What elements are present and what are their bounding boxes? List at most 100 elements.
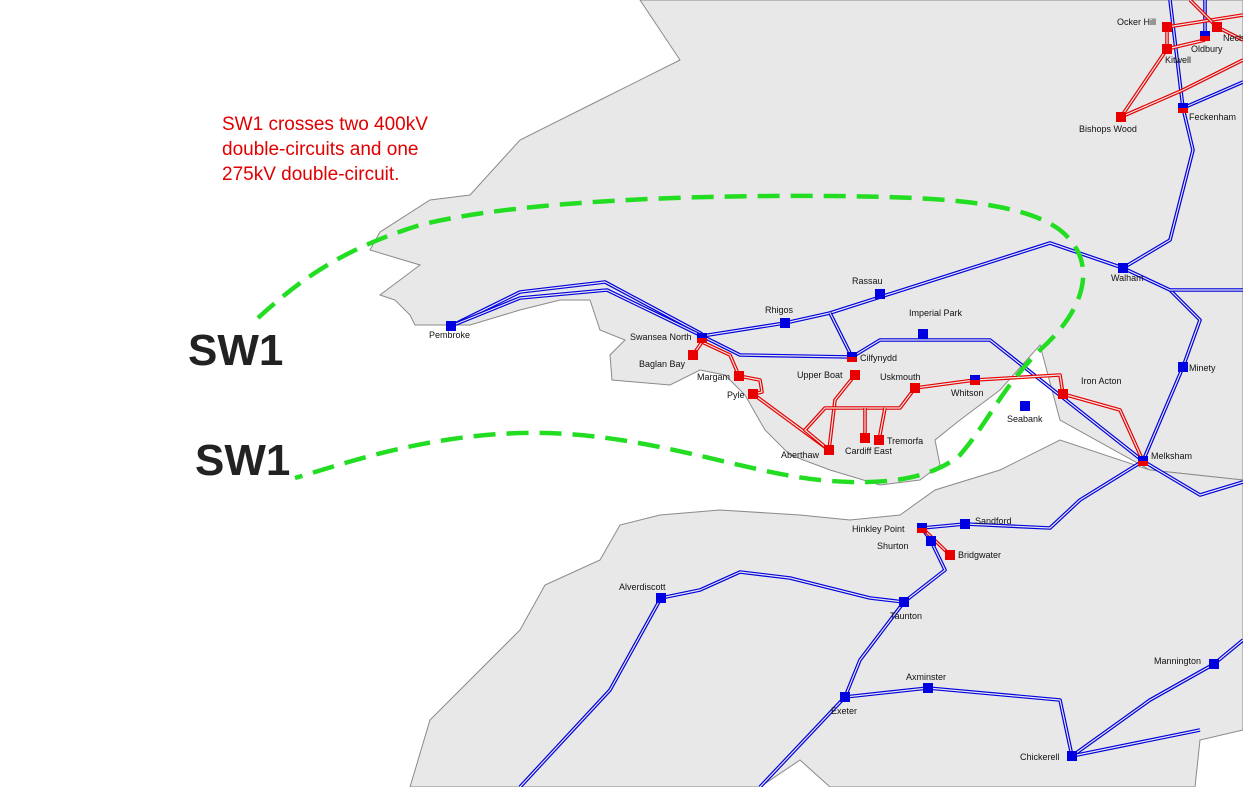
substation-label: Cilfynydd [860,353,897,363]
substation-swansea-north[interactable]: Swansea North [630,332,707,343]
sw1-label-north: SW1 [188,326,284,375]
substation-marker [923,683,933,693]
substation-marker [970,375,980,380]
substation-marker [850,370,860,380]
substation-alverdiscott[interactable]: Alverdiscott [619,582,666,603]
substation-label: Seabank [1007,414,1043,424]
substation-mannington[interactable]: Mannington [1154,656,1219,669]
substation-label: Margam [697,372,730,382]
substation-label: Oldbury [1191,44,1223,54]
substation-marker [1118,263,1128,273]
substation-pyle[interactable]: Pyle [727,389,758,400]
substation-marker [748,389,758,399]
substation-seabank[interactable]: Seabank [1007,401,1043,424]
substation-label: Chickerell [1020,752,1060,762]
substation-melksham[interactable]: Melksham [1138,451,1192,466]
substation-taunton[interactable]: Taunton [890,597,922,621]
substation-baglan-bay[interactable]: Baglan Bay [639,350,698,369]
400kv-circuit [844,601,1073,757]
substation-marker [1209,659,1219,669]
substation-ocker-hill[interactable]: Ocker Hill [1117,17,1172,32]
substation-minety[interactable]: Minety [1178,362,1216,373]
substation-walham[interactable]: Walham [1111,263,1144,283]
substation-whitson[interactable]: Whitson [951,375,984,398]
substation-chickerell[interactable]: Chickerell [1020,751,1077,762]
substation-label: Pyle [727,390,745,400]
substation-sandford[interactable]: Sandford [960,516,1012,529]
substation-pembroke[interactable]: Pembroke [429,321,470,340]
substation-label: Walham [1111,273,1144,283]
substation-label: Whitson [951,388,984,398]
substation-kitwell[interactable]: Kitwell [1162,44,1191,65]
substation-marker [917,528,927,533]
substation-tremorfa[interactable]: Tremorfa [874,435,923,446]
substation-label: Axminster [906,672,946,682]
substation-marker [847,357,857,362]
substation-feckenham[interactable]: Feckenham [1178,103,1236,122]
annotation-line: 275kV double-circuit. [222,164,400,185]
substation-cilfynydd[interactable]: Cilfynydd [847,352,897,363]
substation-marker [1178,103,1188,108]
275kv-circuit [1120,59,1243,118]
substation-shurton[interactable]: Shurton [877,536,936,551]
substation-bridgwater[interactable]: Bridgwater [945,550,1001,560]
substation-iron-acton[interactable]: Iron Acton [1058,376,1122,399]
substation-uskmouth[interactable]: Uskmouth [880,372,921,393]
substation-marker [1162,22,1172,32]
substation-marker [1162,44,1172,54]
substation-marker [656,593,666,603]
substation-oldbury[interactable]: Oldbury [1191,31,1223,54]
substation-marker [1178,362,1188,372]
substation-marker [1138,456,1148,461]
substation-label: Tremorfa [887,436,923,446]
boundary-annotation: SW1 crosses two 400kV double-circuits an… [222,112,428,187]
substation-cardiff-east[interactable]: Cardiff East [845,433,892,456]
substation-marker [918,329,928,339]
substation-label: Hinkley Point [852,524,905,534]
substation-label: Bishops Wood [1079,124,1137,134]
substation-label: Cardiff East [845,446,892,456]
substation-marker [1200,36,1210,41]
substation-label: Alverdiscott [619,582,666,592]
substation-label: Uskmouth [880,372,921,382]
275kv-circuit [1166,39,1206,50]
substation-rassau[interactable]: Rassau [852,276,885,299]
substation-marker [926,536,936,546]
substation-rhigos[interactable]: Rhigos [765,305,794,328]
substation-bishops-wood[interactable]: Bishops Wood [1079,112,1137,134]
400kv-circuit [1071,639,1243,757]
substation-marker [734,371,744,381]
substation-label: Rassau [852,276,883,286]
substation-label: Ocker Hill [1117,17,1156,27]
substation-neche[interactable]: Neche [1212,22,1243,43]
substation-label: Exeter [831,706,857,716]
substation-upper-boat[interactable]: Upper Boat [797,370,860,380]
substation-label: Rhigos [765,305,794,315]
substation-marker [697,338,707,343]
substation-label: Melksham [1151,451,1192,461]
substation-axminster[interactable]: Axminster [906,672,946,693]
sw1-label-south: SW1 [195,436,291,485]
substation-label: Mannington [1154,656,1201,666]
400kv-circuit [921,460,1144,529]
400kv-circuit [1182,81,1243,109]
substation-hinkley-point[interactable]: Hinkley Point [852,523,927,534]
substation-label: Sandford [975,516,1012,526]
sw-england-land [409,439,1243,787]
substation-marker [860,433,870,443]
substation-marker [875,289,885,299]
substation-imperial-park[interactable]: Imperial Park [909,308,963,339]
400kv-circuit [450,289,703,337]
substation-marker [945,550,955,560]
400kv-circuit [829,312,853,358]
substation-exeter[interactable]: Exeter [831,692,857,716]
substation-aberthaw[interactable]: Aberthaw [781,445,834,460]
substation-marker [446,321,456,331]
substation-label: Swansea North [630,332,692,342]
substation-margam[interactable]: Margam [697,371,744,382]
sw1-boundary-line [256,193,1086,485]
substation-marker [1058,389,1068,399]
substation-marker [840,692,850,702]
